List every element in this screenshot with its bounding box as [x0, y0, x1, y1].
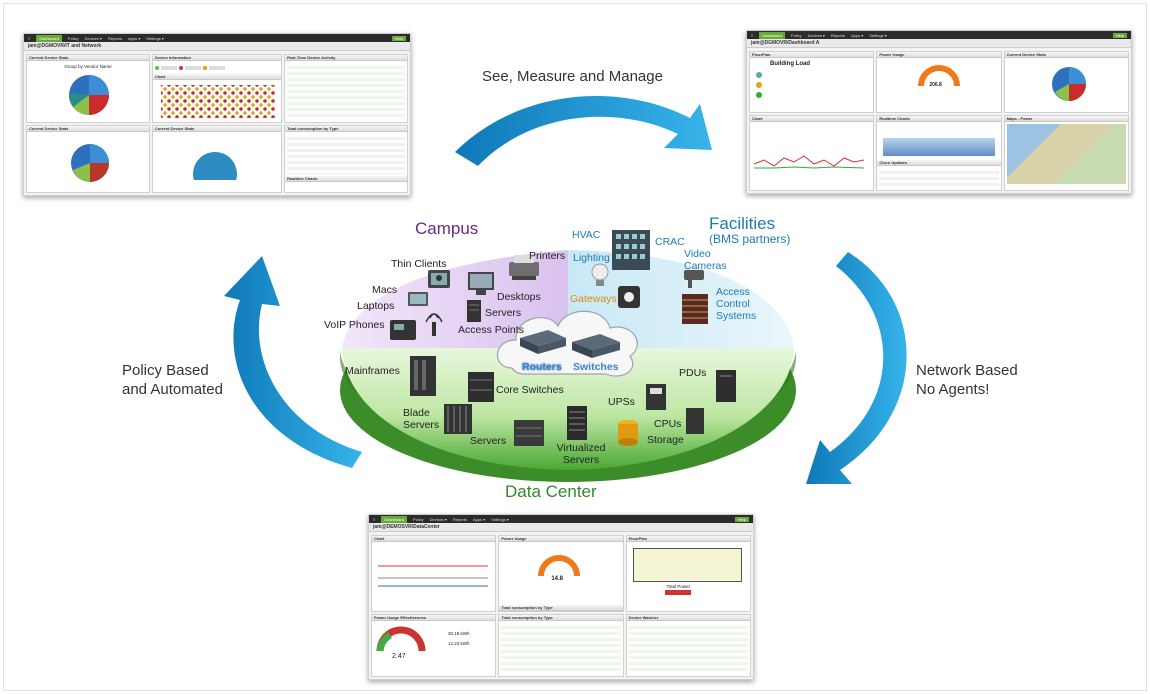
label-laptops: Laptops — [357, 300, 395, 312]
switch-icon — [572, 334, 620, 358]
panel-realtime-activity: Real-Time Device Activity — [284, 54, 408, 123]
thin-client-icon — [428, 270, 450, 288]
servers-dc-icon — [514, 420, 544, 446]
label-pdus: PDUs — [679, 367, 707, 379]
label-mainframes: Mainframes — [345, 365, 400, 377]
arrow-right — [806, 252, 907, 484]
label-desktops: Desktops — [497, 291, 541, 303]
camera-icon — [684, 270, 704, 288]
label-switches: Switches — [573, 361, 619, 373]
panel-consumption-type: Total consumption by Type Realtime Chart… — [284, 124, 408, 193]
facilities-segment — [568, 250, 794, 348]
lightbulb-icon — [591, 263, 609, 286]
panel-power-usage: Power Usage 206.8 — [876, 51, 1002, 114]
panel-device-stats-3: Current Device Stats — [151, 124, 283, 193]
arrow-left — [224, 256, 362, 468]
label-video-cameras: Video Cameras — [684, 248, 727, 273]
label-storage: Storage — [647, 434, 684, 446]
building-icon — [612, 230, 650, 270]
storage-icon — [618, 420, 638, 446]
panel-device-stats-tr: Current Device Stats — [1003, 51, 1129, 114]
panel-device-info: Device Information Chart — [151, 54, 283, 123]
panel-floorplan-b: FloorPlan Total Power — [625, 535, 751, 612]
label-virtualized-servers: Virtualized Servers — [556, 442, 606, 467]
panel-power-usage-b: Power Usage 14.8 Total consumption by Ty… — [498, 535, 624, 612]
arrow-left-label-line2: and Automated — [122, 381, 223, 398]
access-point-icon — [425, 313, 443, 336]
label-cpus: CPUs — [654, 418, 682, 430]
label-access-points: Access Points — [458, 324, 524, 336]
label-servers-campus: Servers — [485, 307, 522, 319]
panel-floorplan: FloorPlan Building Load — [749, 51, 875, 114]
panel-maps-power: Maps - Power — [1003, 115, 1129, 191]
cpu-icon — [686, 408, 704, 434]
figure-frame — [3, 3, 1147, 691]
desktop-icon — [468, 272, 494, 295]
label-macs: Macs — [372, 284, 398, 296]
label-blade-servers: Blade Servers — [403, 407, 440, 432]
label-lighting: Lighting — [573, 252, 610, 264]
arrow-right-label-line1: Network Based — [916, 362, 1018, 379]
blade-server-icon — [444, 404, 472, 434]
server-campus-icon — [467, 300, 481, 322]
label-crac: CRAC — [655, 236, 685, 248]
arrow-right-label-line2: No Agents! — [916, 381, 990, 398]
core-switch-icon — [468, 372, 494, 402]
shot-title: jam@DGMOVR/IT and Network — [24, 42, 410, 51]
label-voip-phones: VoIP Phones — [324, 319, 385, 331]
disk — [340, 230, 796, 482]
panel-device-stats-2: Current Device Stats — [26, 124, 150, 193]
label-servers-dc: Servers — [470, 435, 507, 447]
arrow-left-label-line1: Policy Based — [122, 362, 209, 379]
campus-title: Campus — [415, 219, 479, 238]
label-access-control: Access Control Systems — [716, 286, 757, 323]
pie-chart-icon — [68, 75, 109, 115]
panel-chart-tr: Chart — [749, 115, 875, 191]
panel-chart-b: Chart — [371, 535, 497, 612]
label-gateways: Gateways — [570, 293, 617, 305]
router-icon — [520, 330, 566, 354]
arrow-top-label: See, Measure and Manage — [482, 68, 663, 85]
access-control-icon — [682, 294, 708, 324]
label-printers: Printers — [529, 250, 566, 262]
panel-realtime-tr: Realtime Charts Cisco Updates — [876, 115, 1002, 191]
facilities-title: Facilities — [709, 214, 776, 233]
voip-phone-icon — [390, 320, 416, 340]
label-upss: UPSs — [608, 396, 635, 408]
panel-device-watcher: Device Watcher — [625, 614, 751, 677]
label-thin-clients: Thin Clients — [391, 258, 447, 270]
label-routers: Routers — [522, 361, 562, 373]
datacenter-title: Data Center — [505, 482, 597, 501]
ups-icon — [646, 384, 666, 410]
arrow-top — [455, 95, 712, 166]
printer-icon — [509, 255, 539, 280]
gateway-icon — [618, 286, 640, 308]
pdu-icon — [716, 370, 736, 402]
panel-device-stats: Current Device Stats Group by Vendor Nam… — [26, 54, 150, 123]
facilities-subtitle: (BMS partners) — [709, 232, 791, 246]
panel-consumption-b: Total consumption by Type — [498, 614, 624, 677]
virtualized-server-icon — [567, 406, 587, 440]
panel-pue: Power Usage Effectiveness 2.47 30.18 kWh… — [371, 614, 497, 677]
mac-icon — [408, 292, 428, 306]
cloud — [496, 310, 638, 377]
label-core-switches: Core Switches — [496, 384, 564, 396]
mainframe-icon — [410, 356, 436, 396]
label-hvac: HVAC — [572, 229, 601, 241]
